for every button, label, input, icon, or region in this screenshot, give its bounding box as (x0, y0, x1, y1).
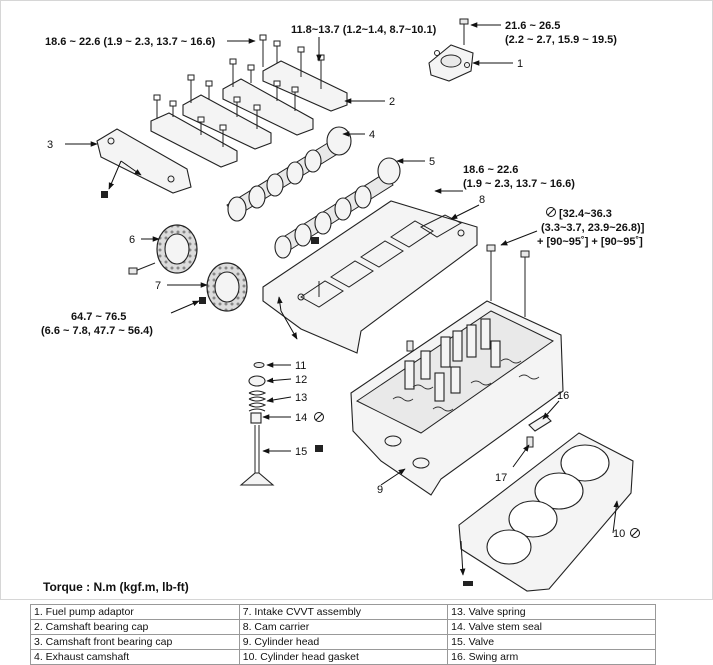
part-number-9: 9 (377, 484, 383, 496)
torque-callout-cvvt-a: 64.7 ~ 76.5 (71, 311, 126, 323)
cylinder-head-shape (350, 244, 564, 496)
part-number-2: 2 (389, 96, 395, 108)
legend-cell: 8. Cam carrier (238, 619, 449, 635)
legend-cell: 2. Camshaft bearing cap (30, 619, 240, 635)
part-number-13: 13 (295, 392, 307, 404)
part-number-5: 5 (429, 156, 435, 168)
no-reuse-icon (314, 412, 324, 422)
torque-callout-caps-front: 18.6 ~ 22.6 (1.9 ~ 2.3, 13.7 ~ 16.6) (45, 36, 216, 48)
cam-carrier-shape (262, 200, 478, 354)
part-number-1: 1 (517, 58, 523, 70)
torque-callout-head-bolt-b: (3.3~3.7, 23.9~26.8)] (541, 222, 645, 234)
torque-callout-cam-carrier-b: (1.9 ~ 2.3, 13.7 ~ 16.6) (463, 178, 575, 190)
part-number-7: 7 (155, 280, 161, 292)
leader-lines (65, 22, 619, 576)
torque-callout-head-bolt-c: + [90~95˚] + [90~95˚] (537, 236, 643, 248)
swing-arm-shape (526, 414, 552, 448)
part-number-12: 12 (295, 374, 307, 386)
intake-cvvt-shape (199, 262, 248, 312)
camshaft-bearing-caps-shape (150, 34, 348, 168)
part-number-10: 10 (613, 528, 625, 540)
part-number-14: 14 (295, 412, 307, 424)
part-number-16: 16 (557, 390, 569, 402)
legend-cell: 16. Swing arm (447, 649, 656, 665)
legend-cell: 4. Exhaust camshaft (30, 649, 240, 665)
torque-callout-cvvt-b: (6.6 ~ 7.8, 47.7 ~ 56.4) (41, 325, 153, 337)
legend-cell: 1. Fuel pump adaptor (30, 604, 240, 620)
no-reuse-icon-slash (547, 208, 555, 216)
camshaft-front-bearing-cap-shape (96, 128, 192, 198)
torque-callout-head-bolt-a: [32.4~36.3 (559, 208, 612, 220)
torque-callout-caps: 11.8~13.7 (1.2~1.4, 8.7~10.1) (291, 24, 437, 36)
legend-row: 3. Camshaft front bearing cap 9. Cylinde… (30, 634, 656, 650)
no-reuse-icon-slash (631, 529, 639, 537)
legend-row: 1. Fuel pump adaptor 7. Intake CVVT asse… (30, 604, 656, 620)
legend-cell: 14. Valve stem seal (447, 619, 656, 635)
intake-camshaft-shape (274, 157, 401, 259)
fuel-pump-adaptor-shape (428, 18, 474, 82)
exploded-diagram: 18.6 ~ 22.6 (1.9 ~ 2.3, 13.7 ~ 16.6) 11.… (0, 0, 713, 600)
part-number-6: 6 (129, 234, 135, 246)
part-number-17: 17 (495, 472, 507, 484)
legend-cell: 9. Cylinder head (238, 634, 449, 650)
legend-cell: 10. Cylinder head gasket (238, 649, 449, 665)
part-number-15: 15 (295, 446, 307, 458)
legend-row: 2. Camshaft bearing cap 8. Cam carrier 1… (30, 619, 656, 635)
exhaust-cvvt-shape (128, 224, 198, 275)
parts-legend-table: 1. Fuel pump adaptor 7. Intake CVVT asse… (30, 604, 656, 665)
part-number-8: 8 (479, 194, 485, 206)
exhaust-camshaft-shape (226, 126, 352, 222)
no-reuse-icon-slash (315, 413, 323, 421)
legend-cell: 3. Camshaft front bearing cap (30, 634, 240, 650)
torque-units-label: Torque : N.m (kgf.m, lb-ft) (43, 580, 189, 594)
valve-parts-shape (239, 362, 323, 486)
legend-cell: 15. Valve (447, 634, 656, 650)
part-number-11: 11 (295, 360, 306, 372)
legend-row: 4. Exhaust camshaft 10. Cylinder head ga… (30, 649, 656, 665)
torque-callout-fuel-pump-b: (2.2 ~ 2.7, 15.9 ~ 19.5) (505, 34, 617, 46)
torque-callout-cam-carrier-a: 18.6 ~ 22.6 (463, 164, 518, 176)
cylinder-head-gasket-shape (458, 432, 634, 592)
legend-cell: 7. Intake CVVT assembly (238, 604, 449, 620)
legend-cell: 13. Valve spring (447, 604, 656, 620)
part-number-4: 4 (369, 129, 375, 141)
no-reuse-icon (546, 207, 556, 217)
part-number-3: 3 (47, 139, 53, 151)
no-reuse-icon (630, 528, 640, 538)
torque-callout-fuel-pump-a: 21.6 ~ 26.5 (505, 20, 560, 32)
